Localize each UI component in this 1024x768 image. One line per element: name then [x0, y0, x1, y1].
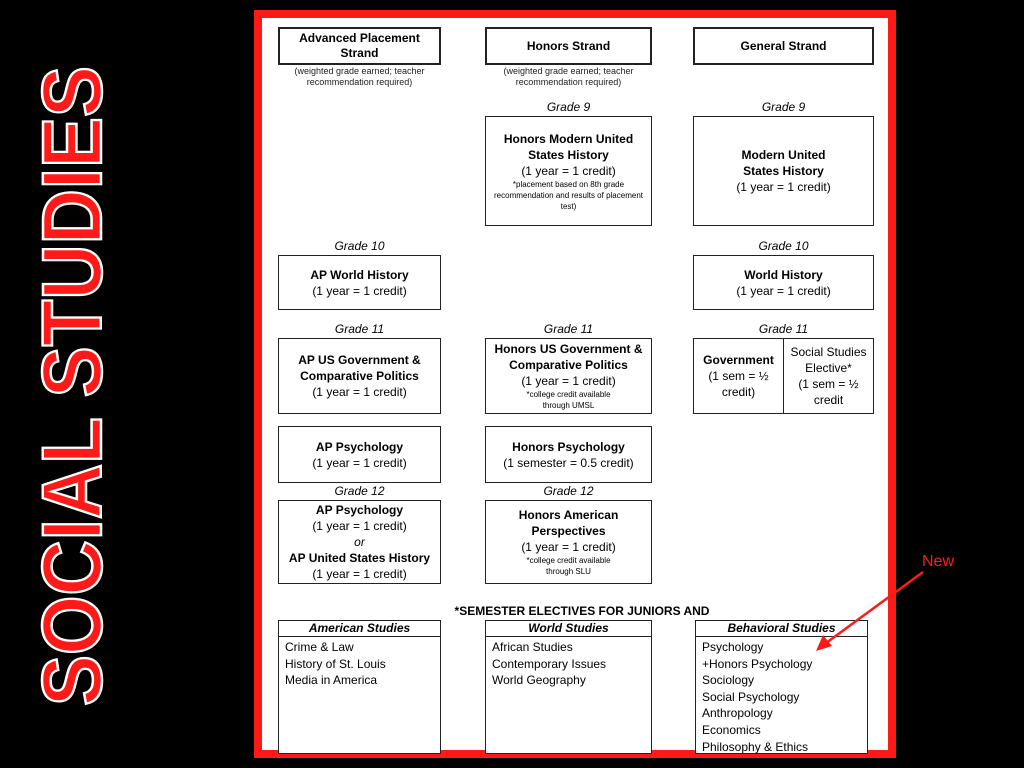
american-studies-box: American Studies Crime & Law History of … — [278, 620, 441, 754]
honors-american-credit: (1 year = 1 credit) — [521, 540, 616, 554]
honors-psych-credit: (1 semester = 0.5 credit) — [503, 455, 634, 470]
honors-strand-header: Honors Strand — [485, 27, 652, 65]
ap-psych-title: AP Psychology — [315, 439, 404, 454]
grade-9-label-honors: Grade 9 — [546, 100, 591, 114]
behavioral-studies-box: Behavioral Studies Psychology +Honors Ps… — [695, 620, 868, 754]
ap-world-title: AP World History — [310, 267, 409, 282]
ap12-or: or — [354, 535, 365, 549]
honors-psychology-box: Honors Psychology (1 semester = 0.5 cred… — [485, 426, 652, 483]
american-studies-list: Crime & Law History of St. Louis Media i… — [279, 639, 440, 689]
world-credit: (1 year = 1 credit) — [736, 283, 831, 298]
ap-strand-title: Advanced Placement Strand — [299, 31, 420, 60]
honors-american-title: Honors American Perspectives — [518, 508, 619, 538]
list-item: Social Psychology — [702, 689, 800, 704]
list-item: +Honors Psychology — [702, 656, 813, 671]
world-studies-list: African Studies Contemporary Issues Worl… — [486, 639, 651, 689]
grade-9-label-general: Grade 9 — [761, 100, 806, 114]
honors-mush-credit: (1 year = 1 credit) — [521, 163, 616, 178]
new-arrow-icon — [816, 570, 924, 651]
honors-mush-title: Honors Modern United States History — [503, 131, 634, 162]
grade-11-general-options: Government (1 sem = ½ credit) Social Stu… — [693, 338, 874, 414]
honors-us-government-box: Honors US Government & Comparative Polit… — [485, 338, 652, 414]
mush-credit: (1 year = 1 credit) — [736, 180, 831, 194]
honors-gov-note: *college credit available through UMSL — [526, 390, 611, 410]
honors-strand-note: (weighted grade earned; teacher recommen… — [503, 66, 634, 87]
list-item: Sociology — [702, 673, 755, 688]
honors-modern-us-history-box: Honors Modern United States History (1 y… — [485, 116, 652, 226]
ap-gov-title: AP US Government & Comparative Politics — [298, 353, 421, 383]
ss-elective-title: Social Studies Elective* — [790, 345, 867, 375]
general-strand-header: General Strand — [693, 27, 874, 65]
grade-11-label-honors: Grade 11 — [543, 322, 594, 336]
new-label: New — [922, 553, 955, 570]
ap-strand-header: Advanced Placement Strand — [278, 27, 441, 65]
mush-title: Modern United States History — [741, 148, 826, 178]
government-credit: (1 sem = ½ credit) — [708, 369, 769, 399]
ap-us-government-box: AP US Government & Comparative Politics … — [278, 338, 441, 414]
ap-psych-credit: (1 year = 1 credit) — [312, 455, 407, 470]
government-title: Government — [703, 353, 774, 367]
government-box: Government (1 sem = ½ credit) — [694, 339, 783, 413]
grade-10-label-general: Grade 10 — [758, 239, 809, 253]
honors-mush-note: *placement based on 8th grade recommenda… — [494, 179, 643, 211]
grade-12-label-ap: Grade 12 — [334, 484, 385, 498]
behavioral-studies-title: Behavioral Studies — [696, 621, 867, 637]
list-item: Philosophy & Ethics — [702, 739, 809, 754]
list-item: World Geography — [492, 673, 586, 688]
ap-strand-note: (weighted grade earned; teacher recommen… — [294, 66, 425, 87]
ap-grade-12-box: AP Psychology (1 year = 1 credit) or AP … — [278, 500, 441, 584]
grade-11-label-general: Grade 11 — [758, 322, 809, 336]
world-studies-title: World Studies — [486, 621, 651, 637]
grade-10-label-ap: Grade 10 — [334, 239, 385, 253]
side-title: SOCIAL STUDIES — [24, 60, 120, 712]
list-item: Contemporary Issues — [492, 656, 607, 671]
ap-gov-credit: (1 year = 1 credit) — [312, 385, 407, 399]
ap12-line1: AP Psychology — [315, 503, 404, 517]
ap-psychology-box: AP Psychology (1 year = 1 credit) — [278, 426, 441, 483]
world-studies-box: World Studies African Studies Contempora… — [485, 620, 652, 754]
general-strand-title: General Strand — [740, 38, 827, 53]
course-sequence-frame: Advanced Placement Strand (weighted grad… — [254, 10, 896, 758]
ap-world-credit: (1 year = 1 credit) — [312, 283, 407, 298]
behavioral-studies-list: Psychology +Honors Psychology Sociology … — [696, 639, 867, 755]
honors-american-note: *college credit available through SLU — [526, 556, 611, 576]
honors-american-perspectives-box: Honors American Perspectives (1 year = 1… — [485, 500, 652, 584]
honors-gov-credit: (1 year = 1 credit) — [521, 374, 616, 388]
ap12-line2: AP United States History — [288, 551, 431, 565]
ss-elective-box: Social Studies Elective* (1 sem = ½ cred… — [783, 339, 873, 413]
grade-12-label-honors: Grade 12 — [543, 484, 594, 498]
grade-11-label-ap: Grade 11 — [334, 322, 385, 336]
list-item: Crime & Law — [285, 640, 354, 654]
honors-strand-title: Honors Strand — [526, 38, 611, 53]
list-item: African Studies — [492, 640, 573, 654]
list-item: Psychology — [702, 640, 764, 654]
side-title-text: SOCIAL STUDIES — [25, 66, 119, 706]
world-history-box: World History (1 year = 1 credit) — [693, 255, 874, 310]
ap-world-history-box: AP World History (1 year = 1 credit) — [278, 255, 441, 310]
list-item: History of St. Louis — [285, 656, 386, 671]
ap12-credit2: (1 year = 1 credit) — [312, 567, 407, 581]
list-item: Anthropology — [702, 706, 773, 721]
honors-psych-title: Honors Psychology — [512, 439, 625, 454]
list-item: Media in America — [285, 673, 378, 688]
ss-elective-credit: (1 sem = ½ credit — [798, 377, 859, 407]
world-title: World History — [744, 267, 823, 282]
ap12-credit1: (1 year = 1 credit) — [312, 519, 407, 533]
modern-us-history-box: Modern United States History (1 year = 1… — [693, 116, 874, 226]
honors-gov-title: Honors US Government & Comparative Polit… — [494, 342, 643, 372]
list-item: Economics — [702, 722, 761, 737]
american-studies-title: American Studies — [279, 621, 440, 637]
